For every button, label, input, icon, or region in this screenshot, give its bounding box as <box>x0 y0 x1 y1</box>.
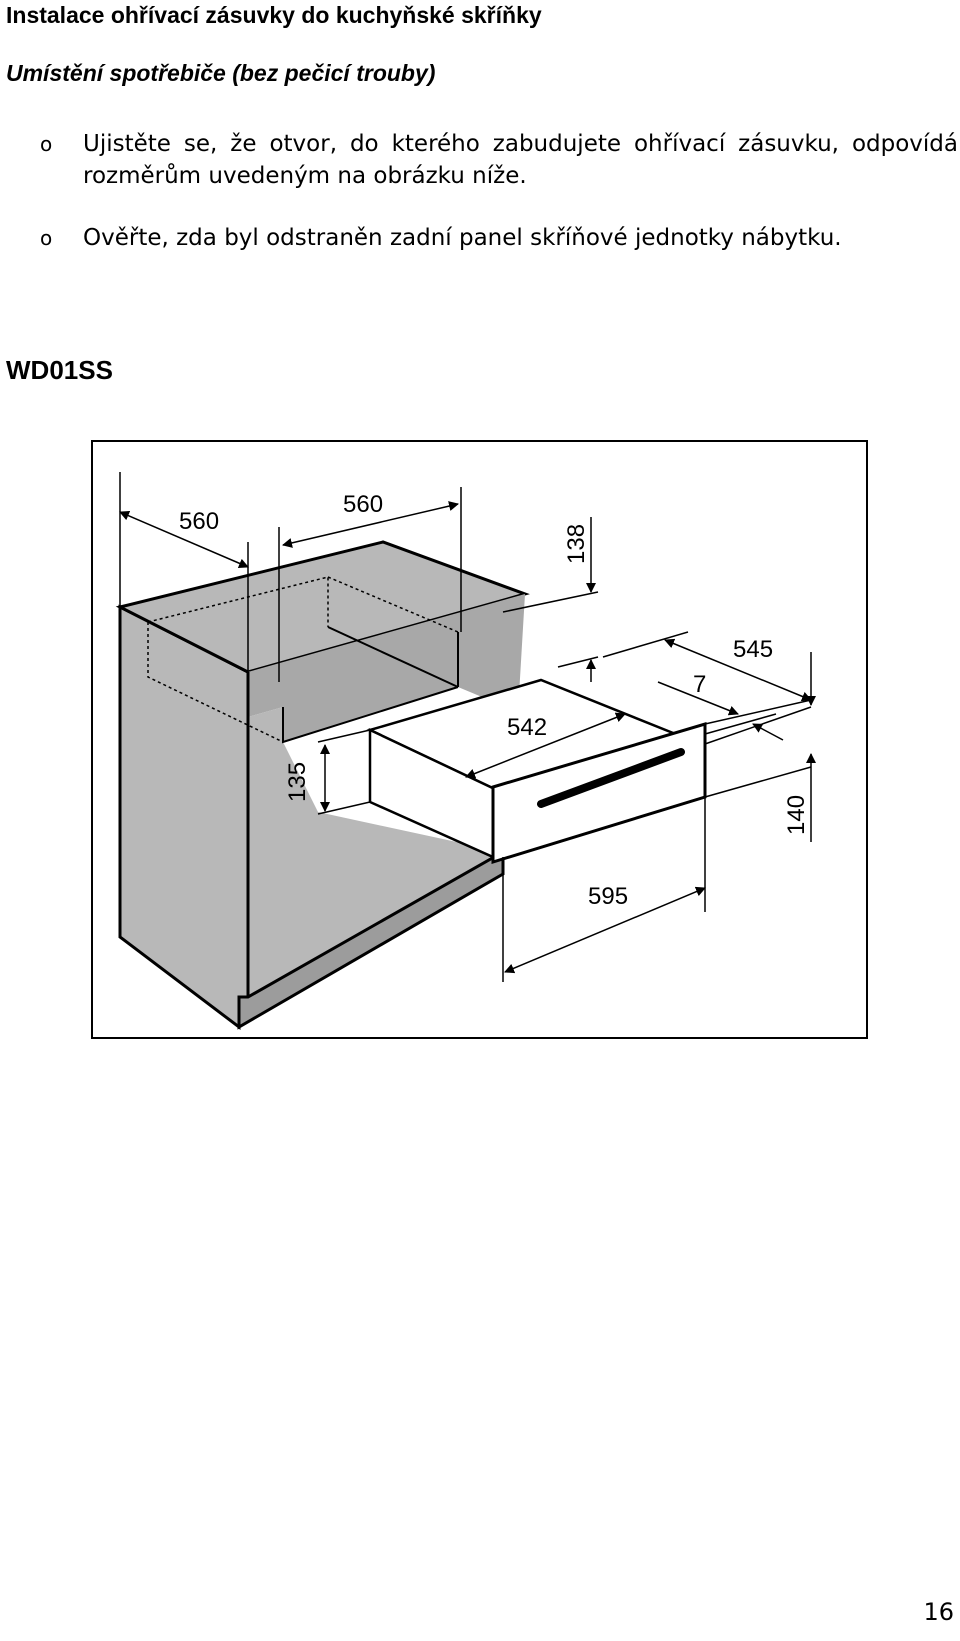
dim-arrow <box>119 510 249 569</box>
instruction-list: o Ujistěte se, že otvor, do kterého zabu… <box>0 128 958 284</box>
dim-line <box>317 729 371 743</box>
dim-arrow <box>752 723 784 741</box>
cabinet-drawing: 560 560 138 545 7 542 135 140 <box>115 472 816 1031</box>
section-subtitle: Umístění spotřebiče (bez pečicí trouby) <box>6 60 436 86</box>
dim-label: 135 <box>284 762 311 802</box>
dim-label: 7 <box>693 671 706 698</box>
hidden-edge <box>147 576 329 627</box>
dim-line <box>704 766 812 798</box>
dim-label: 138 <box>563 524 590 564</box>
dim-label: 560 <box>179 508 219 535</box>
dim-arrow <box>282 501 459 548</box>
hidden-edge <box>147 622 284 743</box>
cabinet-bottom-panel <box>248 707 503 997</box>
installation-diagram: 560 560 138 545 7 542 135 140 <box>91 440 868 1039</box>
dim-line <box>317 801 371 815</box>
dim-line <box>704 699 812 725</box>
instruction-text: Ověřte, zda byl odstraněn zadní panel sk… <box>83 225 842 251</box>
dim-label: 140 <box>783 795 810 835</box>
list-item: o Ujistěte se, že otvor, do kterého zabu… <box>0 128 958 192</box>
page-number: 16 <box>923 1598 954 1626</box>
dim-label: 560 <box>343 491 383 518</box>
shelf-edge <box>327 626 459 688</box>
page-title: Instalace ohřívací zásuvky do kuchyňské … <box>6 2 542 28</box>
dim-line <box>502 591 599 613</box>
dim-label: 542 <box>507 714 547 741</box>
dim-arrow <box>657 681 739 716</box>
dim-label: 595 <box>588 883 628 910</box>
bullet-marker: o <box>40 226 53 250</box>
dim-arrow <box>504 886 706 974</box>
dim-arrow <box>664 638 812 702</box>
dim-line <box>557 656 599 668</box>
bullet-marker: o <box>40 132 53 156</box>
instruction-text: Ujistěte se, že otvor, do kterého zabudu… <box>83 131 958 189</box>
dim-line <box>704 706 812 745</box>
dim-arrow <box>465 712 626 779</box>
dim-line <box>704 713 777 735</box>
dim-line <box>602 631 689 658</box>
model-number: WD01SS <box>6 355 113 385</box>
dim-label: 545 <box>733 636 773 663</box>
list-item: o Ověřte, zda byl odstraněn zadní panel … <box>0 222 958 254</box>
cabinet-side-panel <box>118 604 250 1031</box>
